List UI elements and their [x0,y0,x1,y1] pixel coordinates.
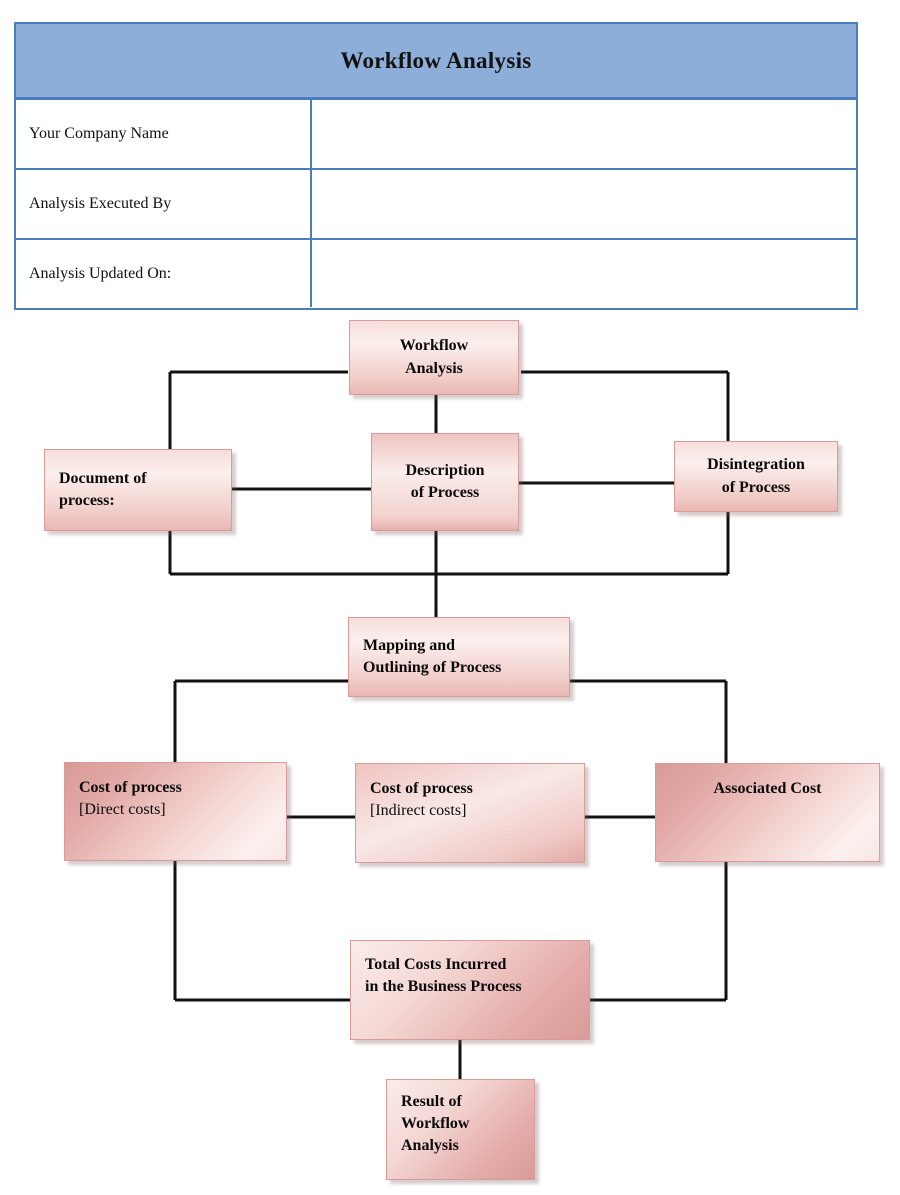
node-line: Associated Cost [713,780,822,797]
node-associated-cost[interactable]: Associated Cost [655,763,880,862]
node-line: of Process [410,484,480,501]
updated-on-label: Analysis Updated On: [16,240,312,307]
node-line: Description [405,461,485,479]
node-line: Analysis [401,1137,459,1155]
node-line: Outlining of Process [363,659,502,676]
node-cost-direct[interactable]: Cost of process [Direct costs] [64,762,287,861]
executed-by-field[interactable] [312,170,856,238]
table-row: Analysis Updated On: [16,240,856,307]
node-line: Cost of process [370,780,473,797]
node-description-of-process[interactable]: Description of Process [371,433,519,531]
node-total-costs[interactable]: Total Costs Incurred in the Business Pro… [350,940,590,1040]
table-row: Your Company Name [16,100,856,170]
node-line: Cost of process [79,779,182,796]
company-name-label: Your Company Name [16,100,312,168]
node-line: Document of [59,469,147,487]
executed-by-label: Analysis Executed By [16,170,312,238]
node-mapping-and-outlining[interactable]: Mapping and Outlining of Process [348,617,570,697]
node-line: Workflow [401,1115,470,1133]
company-name-field[interactable] [312,100,856,168]
node-line: Disintegration [707,456,805,474]
node-line: Result of [401,1093,462,1110]
table-title-row: Workflow Analysis [16,24,856,100]
table-row: Analysis Executed By [16,170,856,240]
page-title: Workflow Analysis [340,47,532,73]
node-line: [Direct costs] [79,801,166,819]
node-disintegration-of-process[interactable]: Disintegration of Process [674,441,838,512]
node-document-of-process[interactable]: Document of process: [44,449,232,531]
updated-on-field[interactable] [312,240,856,307]
node-workflow-analysis[interactable]: Workflow Analysis [349,320,519,395]
node-line: of Process [721,478,791,496]
node-line: Workflow [399,337,469,355]
workflow-info-table: Workflow Analysis Your Company Name Anal… [14,22,858,310]
node-line: Total Costs Incurred [365,956,507,973]
node-line: [Indirect costs] [370,802,467,820]
node-line: process: [59,492,115,509]
node-line: Mapping and [363,636,456,654]
node-line: Analysis [405,359,463,377]
node-cost-indirect[interactable]: Cost of process [Indirect costs] [355,763,585,863]
node-line: in the Business Process [365,978,522,996]
node-result[interactable]: Result of Workflow Analysis [386,1079,535,1180]
